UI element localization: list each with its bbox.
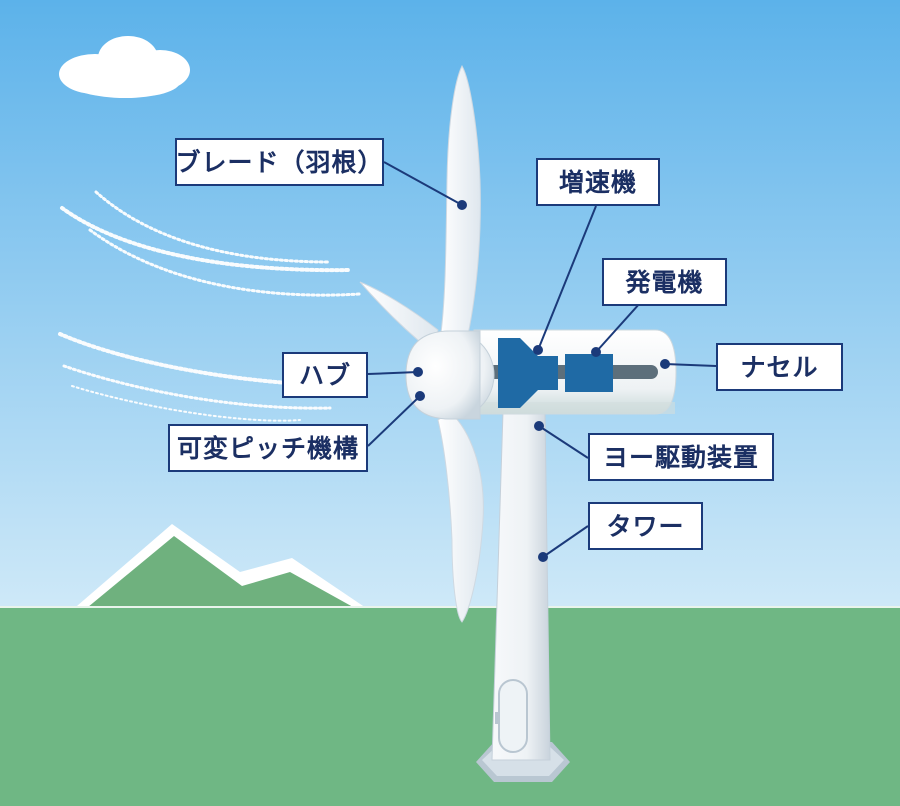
- cloud-icon: [59, 36, 190, 98]
- label-nacelle: ナセル: [716, 343, 843, 391]
- label-blade: ブレード（羽根）: [175, 138, 384, 186]
- ground: [0, 606, 900, 806]
- blade-left: [359, 281, 439, 351]
- label-pitch: 可変ピッチ機構: [168, 424, 368, 472]
- generator-component: [565, 354, 613, 392]
- label-hub: ハブ: [282, 352, 368, 398]
- gearbox-component: [498, 338, 558, 408]
- label-yaw: ヨー駆動装置: [588, 433, 774, 481]
- label-generator: 発電機: [602, 258, 727, 306]
- mountains: [70, 524, 372, 612]
- blade-lower: [437, 411, 484, 623]
- tower-door: [498, 679, 528, 753]
- label-tower: タワー: [588, 502, 703, 550]
- label-gearbox: 増速機: [536, 158, 660, 206]
- leader-lines: [367, 161, 717, 562]
